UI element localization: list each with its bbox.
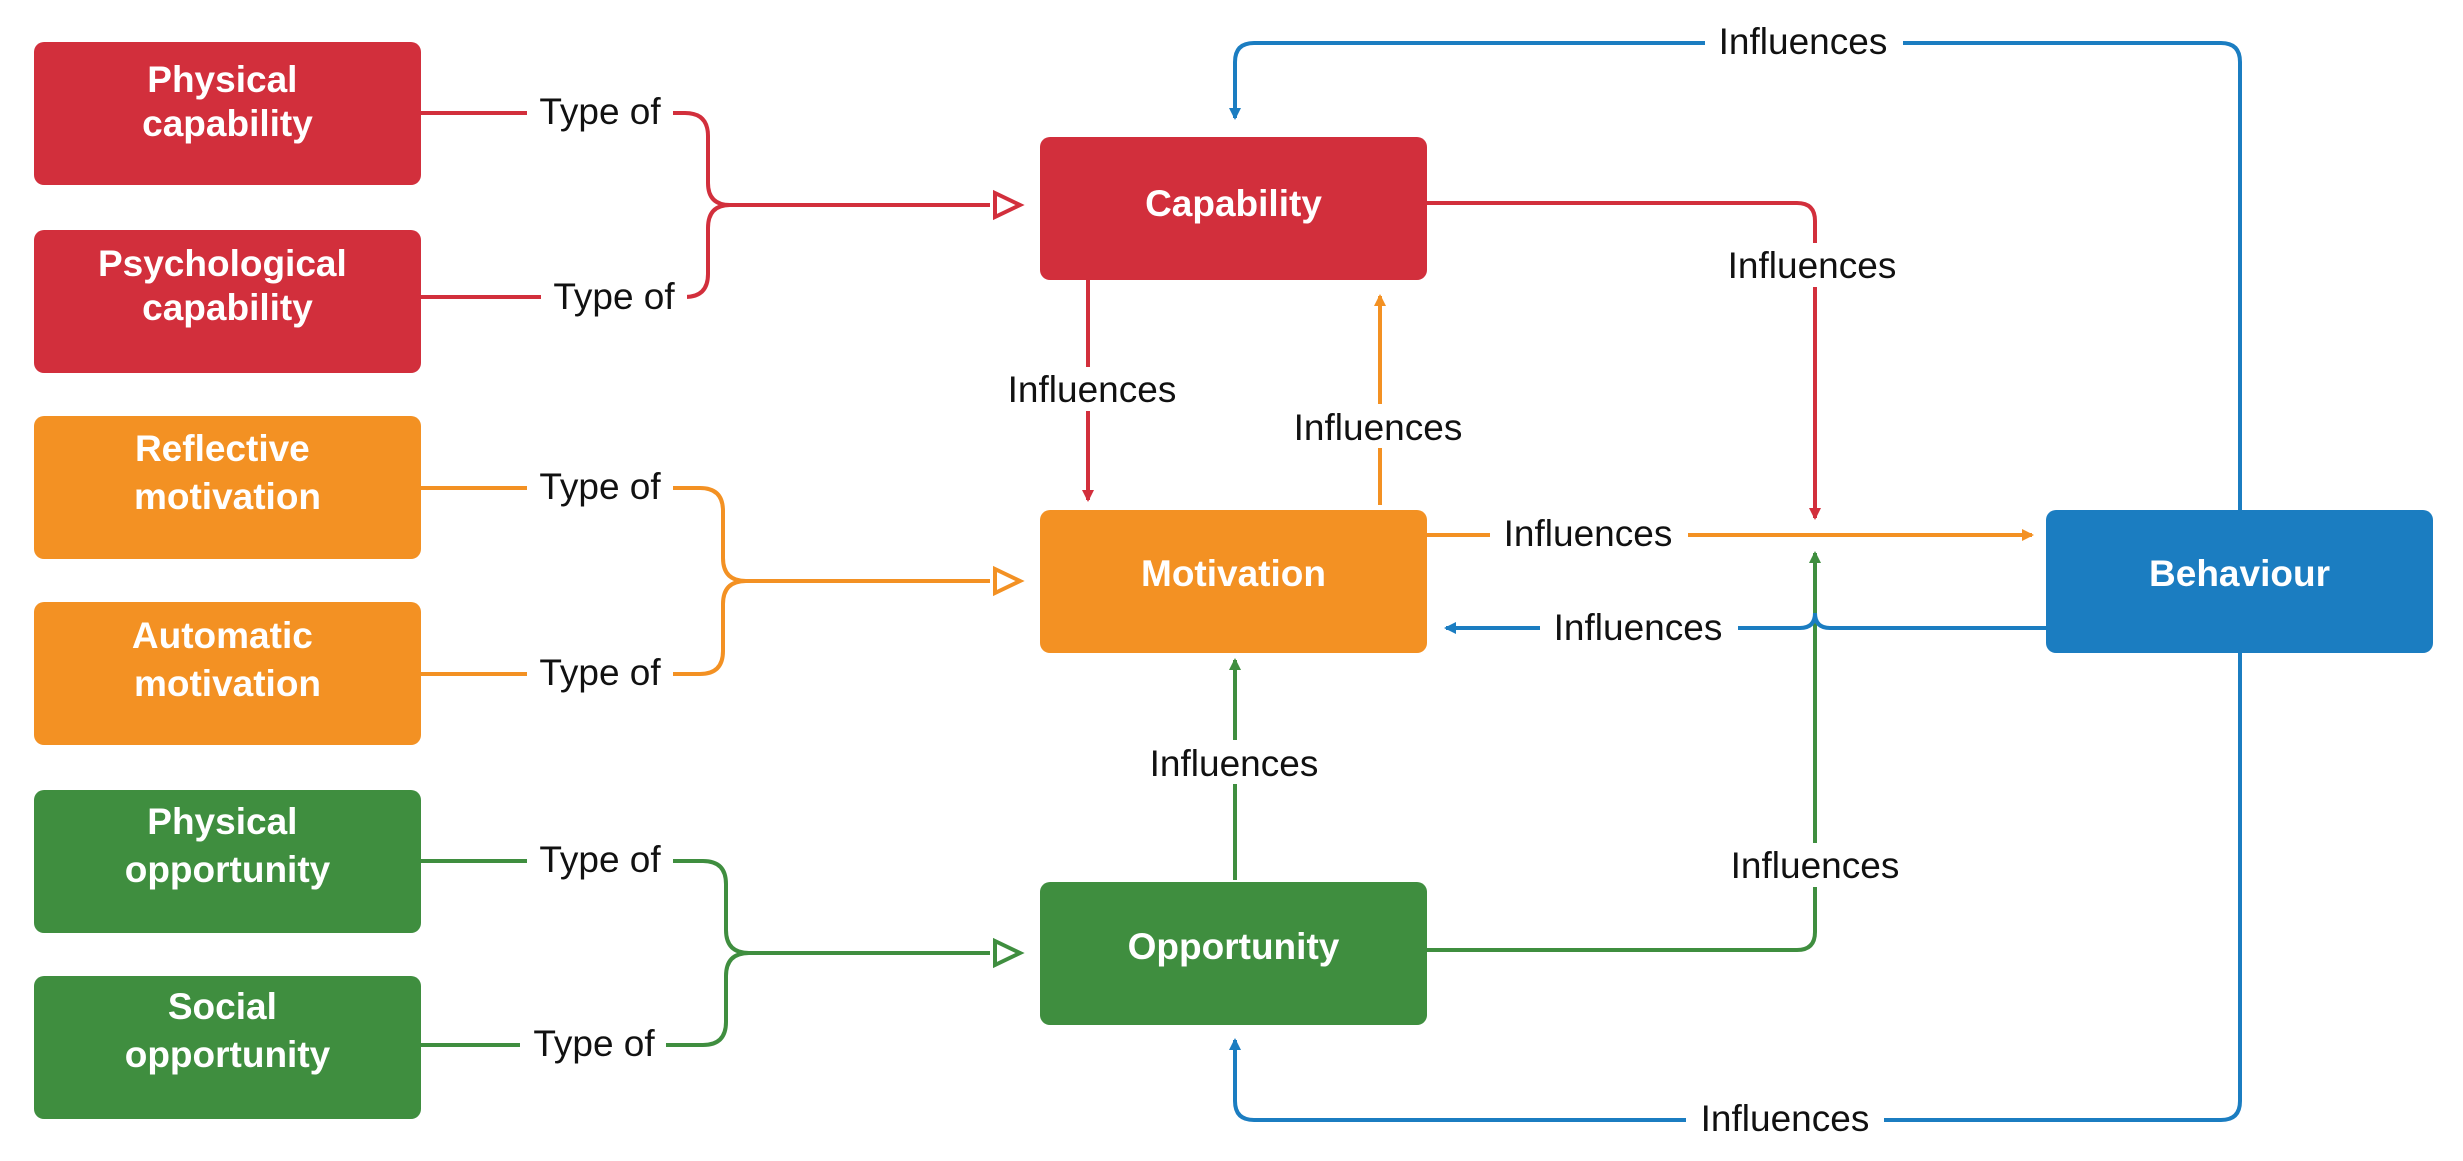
label-influences-behaviour-opportunity: Influences — [1701, 1098, 1870, 1139]
label-influences-opportunity-motivation: Influences — [1150, 743, 1319, 784]
node-label-line: Reflective — [135, 428, 310, 469]
node-social-opportunity: Social opportunity — [34, 976, 421, 1119]
hollow-arrow-motivation — [993, 565, 1025, 597]
node-label-opportunity: Opportunity — [1128, 926, 1340, 967]
label-influences-capability-motivation: Influences — [1008, 369, 1177, 410]
node-label-line: Psychological — [98, 243, 347, 284]
hollow-arrow-capability — [993, 189, 1025, 221]
node-label-line: Social — [168, 986, 277, 1027]
node-motivation: Motivation — [1040, 510, 1427, 653]
edge-physical-opportunity-type-of — [421, 859, 990, 955]
node-label-capability: Capability — [1145, 183, 1322, 224]
label-influences-capability-behaviour: Influences — [1728, 245, 1897, 286]
node-label-line: capability — [142, 287, 313, 328]
edge-automatic-motivation-type-of — [421, 579, 747, 676]
label-influences-motivation-capability: Influences — [1294, 407, 1463, 448]
edge-behaviour-to-motivation — [1444, 612, 2046, 634]
edge-opportunity-to-behaviour — [1427, 551, 1821, 952]
node-physical-opportunity: Physical opportunity — [34, 790, 421, 933]
node-label-line: Automatic — [132, 615, 313, 656]
edge-labels: Type of Type of Type of Type of Type of … — [520, 19, 1914, 1140]
node-label-line: capability — [142, 103, 313, 144]
label-type-of-social-opportunity: Type of — [533, 1023, 655, 1064]
label-type-of-physical-opportunity: Type of — [539, 839, 661, 880]
node-label-behaviour: Behaviour — [2149, 553, 2330, 594]
node-behaviour: Behaviour — [2046, 510, 2433, 653]
svg-text:Reflective motivation: Reflective motivation — [134, 428, 321, 517]
node-psychological-capability: Psychological capability — [34, 230, 421, 373]
svg-text:Psychological capabili: Psychological capability — [98, 243, 357, 328]
edge-social-opportunity-type-of — [421, 951, 750, 1047]
node-label-line: motivation — [134, 476, 321, 517]
edge-physical-capability-type-of — [421, 111, 990, 207]
hollow-arrow-opportunity — [993, 937, 1025, 969]
label-influences-behaviour-capability: Influences — [1719, 21, 1888, 62]
node-label-motivation: Motivation — [1141, 553, 1326, 594]
label-influences-behaviour-motivation: Influences — [1554, 607, 1723, 648]
svg-text:Physical capability: Physical capability — [142, 59, 313, 144]
label-influences-opportunity-behaviour: Influences — [1731, 845, 1900, 886]
edge-psychological-capability-type-of — [421, 203, 731, 299]
node-reflective-motivation: Reflective motivation — [34, 416, 421, 559]
label-influences-motivation-behaviour: Influences — [1504, 513, 1673, 554]
label-type-of-psychological-capability: Type of — [553, 276, 675, 317]
node-label-line: Physical — [147, 59, 297, 100]
node-label-line: motivation — [134, 663, 321, 704]
node-capability: Capability — [1040, 137, 1427, 280]
svg-text:Physical opportunity: Physical opportunity — [125, 801, 331, 890]
node-label-line: Physical — [147, 801, 297, 842]
label-type-of-automatic-motivation: Type of — [539, 652, 661, 693]
label-type-of-physical-capability: Type of — [539, 91, 661, 132]
svg-text:Automatic motivation: Automatic motivation — [132, 615, 323, 704]
node-automatic-motivation: Automatic motivation — [34, 602, 421, 745]
label-type-of-reflective-motivation: Type of — [539, 466, 661, 507]
svg-text:Social opportunity: Social opportunity — [125, 986, 331, 1075]
node-label-line: opportunity — [125, 1034, 331, 1075]
edge-reflective-motivation-type-of — [421, 486, 990, 583]
edge-capability-to-behaviour — [1427, 201, 1821, 520]
node-physical-capability: Physical capability — [34, 42, 421, 185]
nodes: Physical capability Psychological capabi… — [34, 42, 2433, 1119]
node-label-line: opportunity — [125, 849, 331, 890]
node-opportunity: Opportunity — [1040, 882, 1427, 1025]
